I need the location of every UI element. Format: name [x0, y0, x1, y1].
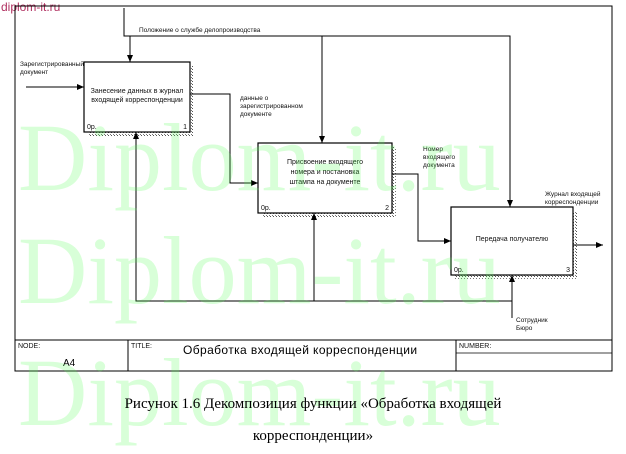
- control-arrow-label: Положение о службе делопроизводства: [139, 26, 261, 34]
- output-label-line-1: Журнал входящей: [545, 190, 601, 198]
- data-label-line-1: данные о: [240, 95, 269, 102]
- diagram-frame: [14, 5, 613, 372]
- title-label: TITLE:: [131, 343, 152, 350]
- box-3-number: 3: [566, 267, 570, 274]
- data-label-line-3: документе: [240, 111, 272, 118]
- figure-caption-line-2: корреспонденции»: [252, 428, 374, 444]
- input-label-line-1: Зарегистрированный: [20, 60, 84, 68]
- data-arrow[interactable]: [190, 93, 258, 186]
- control-arrow-main[interactable]: [123, 8, 513, 207]
- figure-caption-line-1: Рисунок 1.6 Декомпозиция функции «Обрабо…: [124, 396, 502, 412]
- diagram-title: Обработка входящей корреспонденции: [183, 343, 418, 357]
- watermark-1: Diplom-it.ru: [18, 104, 501, 211]
- data-label-line-2: зарегистрированном: [240, 103, 303, 110]
- box-2[interactable]: [257, 142, 393, 214]
- input-label-line-2: документ: [20, 69, 48, 76]
- site-link[interactable]: diplom-it.ru: [1, 0, 61, 14]
- watermark-3: Diplom-it.ru: [18, 339, 501, 446]
- node-label: NODE:: [18, 343, 40, 350]
- output-label-line-2: корреспонденции: [545, 199, 599, 206]
- number-label: NUMBER:: [459, 343, 491, 350]
- number-label-line-3: документа: [423, 162, 455, 169]
- node-value: A4: [63, 358, 76, 369]
- box-1-number: 1: [183, 124, 187, 131]
- box-3-label: Передача получателю: [476, 236, 549, 243]
- mechanism-label-line-2: Бюро: [516, 325, 533, 332]
- box-3-op-label: 0р.: [454, 267, 464, 274]
- box-2-number: 2: [385, 205, 389, 212]
- box-1-label-line-1: Занесение данных в журнал: [91, 88, 184, 95]
- box-2-label-line-2: номера и постановка: [291, 169, 360, 176]
- mechanism-arrow-main[interactable]: [133, 132, 513, 318]
- mechanism-label-line-1: Сотрудник: [516, 317, 548, 324]
- box-1-op-label: 0р.: [87, 124, 97, 131]
- box-1-label-line-2: входящей корреспонденции: [91, 96, 183, 104]
- number-arrow[interactable]: [392, 173, 451, 244]
- box-2-label-line-1: Присвоение входящего: [287, 159, 363, 166]
- number-label-line-1: Номер: [423, 146, 443, 153]
- number-label-line-2: входящего: [423, 154, 456, 161]
- box-2-label-line-3: штампа на документе: [290, 179, 361, 186]
- box-2-op-label: 0р.: [261, 205, 271, 212]
- watermark-2: Diplom-it.ru: [18, 217, 501, 324]
